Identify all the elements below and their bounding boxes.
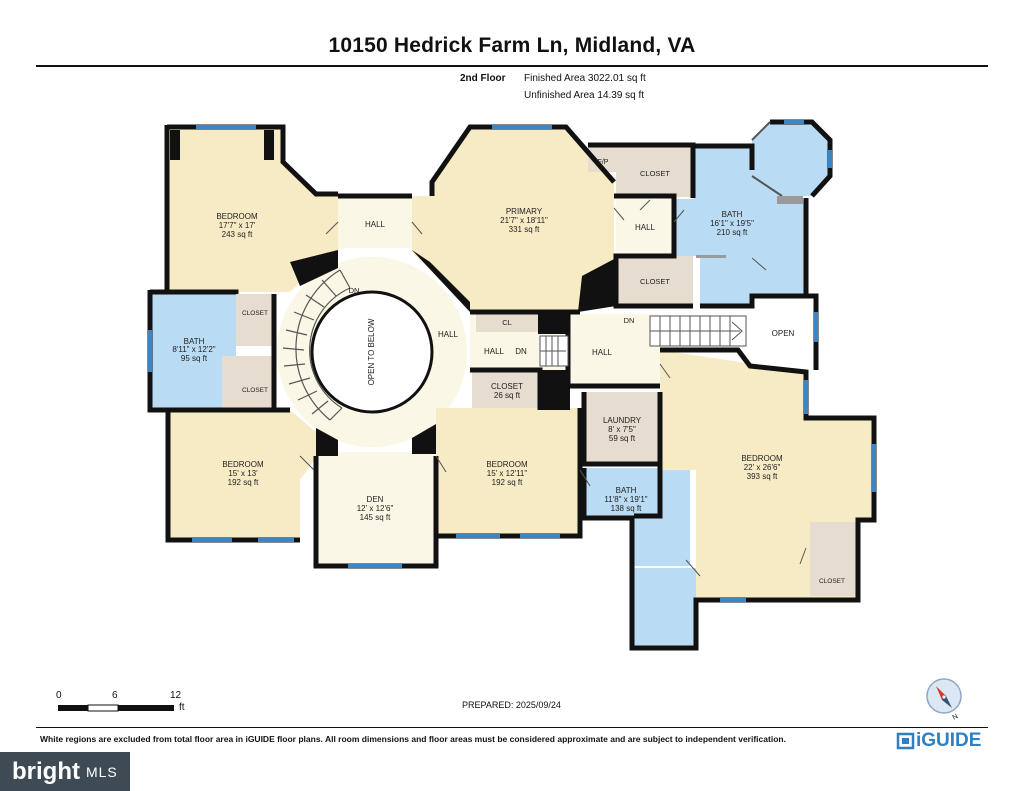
cl-closet xyxy=(476,314,538,332)
hall-top-name: HALL xyxy=(365,220,386,229)
closet-ne1-label: CLOSET xyxy=(640,169,670,178)
closet-se-label: CLOSET xyxy=(819,578,845,585)
bath-ne-dim: 16'1" x 19'5" xyxy=(710,219,754,228)
prepared-date: PREPARED: 2025/09/24 xyxy=(462,700,561,710)
primary-area: 331 sq ft xyxy=(509,225,540,234)
bath-w-dim: 8'11" x 12'2" xyxy=(172,345,215,354)
closet-ne1 xyxy=(616,145,693,197)
disclaimer-text: White regions are excluded from total fl… xyxy=(40,734,786,744)
bath-ne-area: 210 sq ft xyxy=(717,228,748,237)
primary-dim: 21'7" x 18'11" xyxy=(500,216,548,225)
bath-s-name: BATH xyxy=(616,486,637,495)
bedroom-nw-area: 243 sq ft xyxy=(222,230,253,239)
den-dim: 12' x 12'6" xyxy=(357,504,394,513)
bedroom-sw-dim: 15' x 13' xyxy=(228,469,258,478)
scale-label-0: 0 xyxy=(56,690,62,701)
hall-top xyxy=(338,198,412,248)
closet-center-name: CLOSET xyxy=(491,382,523,391)
closet-w2-label: CLOSET xyxy=(242,387,268,394)
bath-s-area: 138 sq ft xyxy=(611,504,642,513)
laundry-room xyxy=(584,392,660,462)
compass-label: N xyxy=(952,713,960,722)
scale-bar xyxy=(58,704,174,712)
laundry-dim: 8' x 7'5" xyxy=(608,425,636,434)
scale-label-12: 12 xyxy=(170,690,182,701)
den-room xyxy=(318,452,434,564)
closet-w1-label: CLOSET xyxy=(242,310,268,317)
bath-ne-bay xyxy=(752,122,830,196)
spiral-stair xyxy=(282,269,351,421)
closet-ne2 xyxy=(616,256,693,306)
east-stair xyxy=(649,315,747,347)
closet-se xyxy=(810,522,856,596)
closet-ne2-label: CLOSET xyxy=(640,277,670,286)
bedroom-nw-dim: 17'7" x 17' xyxy=(219,221,256,230)
den-name: DEN xyxy=(367,495,384,504)
dn-east-label: DN xyxy=(624,316,635,325)
bedroom-s xyxy=(436,408,580,536)
hall-ne-label: HALL xyxy=(635,223,656,232)
bath-ne-name: BATH xyxy=(722,210,743,219)
bedroom-s-area: 192 sq ft xyxy=(492,478,523,487)
bedroom-s-dim: 15' x 12'11" xyxy=(487,469,528,478)
primary-name: PRIMARY xyxy=(506,207,543,216)
scale-label-6: 6 xyxy=(112,690,118,701)
open-east-label: OPEN xyxy=(772,329,795,338)
windows xyxy=(148,120,876,602)
bedroom-nw xyxy=(167,127,338,292)
laundry-name: LAUNDRY xyxy=(603,416,642,425)
wall-blocks xyxy=(170,130,616,456)
bedroom-e-area: 393 sq ft xyxy=(747,472,778,481)
hall-small-label: HALL xyxy=(484,347,505,356)
bath-w-name: BATH xyxy=(184,337,205,346)
bedroom-sw xyxy=(170,410,316,540)
closet-w2 xyxy=(222,356,274,408)
closet-center xyxy=(472,370,540,408)
open-to-below xyxy=(310,290,434,414)
hall-east-label: HALL xyxy=(592,348,613,357)
den-area: 145 sq ft xyxy=(360,513,391,522)
bedroom-e-dim: 22' x 26'6" xyxy=(744,463,781,472)
iguide-logo-icon xyxy=(896,732,915,750)
bedroom-sw-name: BEDROOM xyxy=(222,460,264,469)
finished-area: Finished Area 3022.01 sq ft xyxy=(524,73,646,84)
unfinished-area: Unfinished Area 14.39 sq ft xyxy=(524,90,645,101)
watermark-sub: MLS xyxy=(85,763,118,780)
hall-center-label: HALL xyxy=(438,330,459,339)
bath-s-ext2 xyxy=(634,568,696,646)
laundry-area: 59 sq ft xyxy=(609,434,636,443)
small-stair xyxy=(539,335,569,367)
fixtures xyxy=(696,196,803,258)
brand-logo: iGUIDE xyxy=(916,730,982,751)
bath-bay-detail xyxy=(751,121,783,197)
bedroom-sw-area: 192 sq ft xyxy=(228,478,259,487)
watermark-main: bright xyxy=(12,757,80,785)
room-labels: BEDROOM 17'7" x 17' 243 sq ft HALL PRIMA… xyxy=(172,159,845,585)
compass-icon xyxy=(926,678,962,714)
watermark-logo: bright MLS xyxy=(0,752,130,791)
floor-label: 2nd Floor xyxy=(460,73,506,84)
fp-label: F/P xyxy=(598,159,609,166)
open-to-below-label: OPEN TO BELOW xyxy=(367,318,376,385)
title-rule xyxy=(36,65,988,67)
closet-center-area: 26 sq ft xyxy=(494,391,521,400)
primary-room xyxy=(412,127,614,312)
room-fills xyxy=(152,122,872,646)
door-swings xyxy=(299,199,807,577)
page-title: 10150 Hedrick Farm Ln, Midland, VA xyxy=(328,34,696,57)
hall-east xyxy=(570,314,660,384)
footer-rule xyxy=(36,727,988,728)
dn-small-label: DN xyxy=(515,347,527,356)
open-east-area xyxy=(750,296,816,366)
bedroom-s-name: BEDROOM xyxy=(486,460,528,469)
bath-s-dim: 11'8" x 19'1" xyxy=(604,495,647,504)
bedroom-nw-name: BEDROOM xyxy=(216,212,258,221)
scale-unit: ft xyxy=(179,702,185,713)
hall-ne xyxy=(616,199,674,255)
bath-w-area: 95 sq ft xyxy=(181,354,208,363)
cl-label: CL xyxy=(502,318,512,327)
dn-stair-label: DN xyxy=(349,286,360,295)
bedroom-e-name: BEDROOM xyxy=(741,454,783,463)
